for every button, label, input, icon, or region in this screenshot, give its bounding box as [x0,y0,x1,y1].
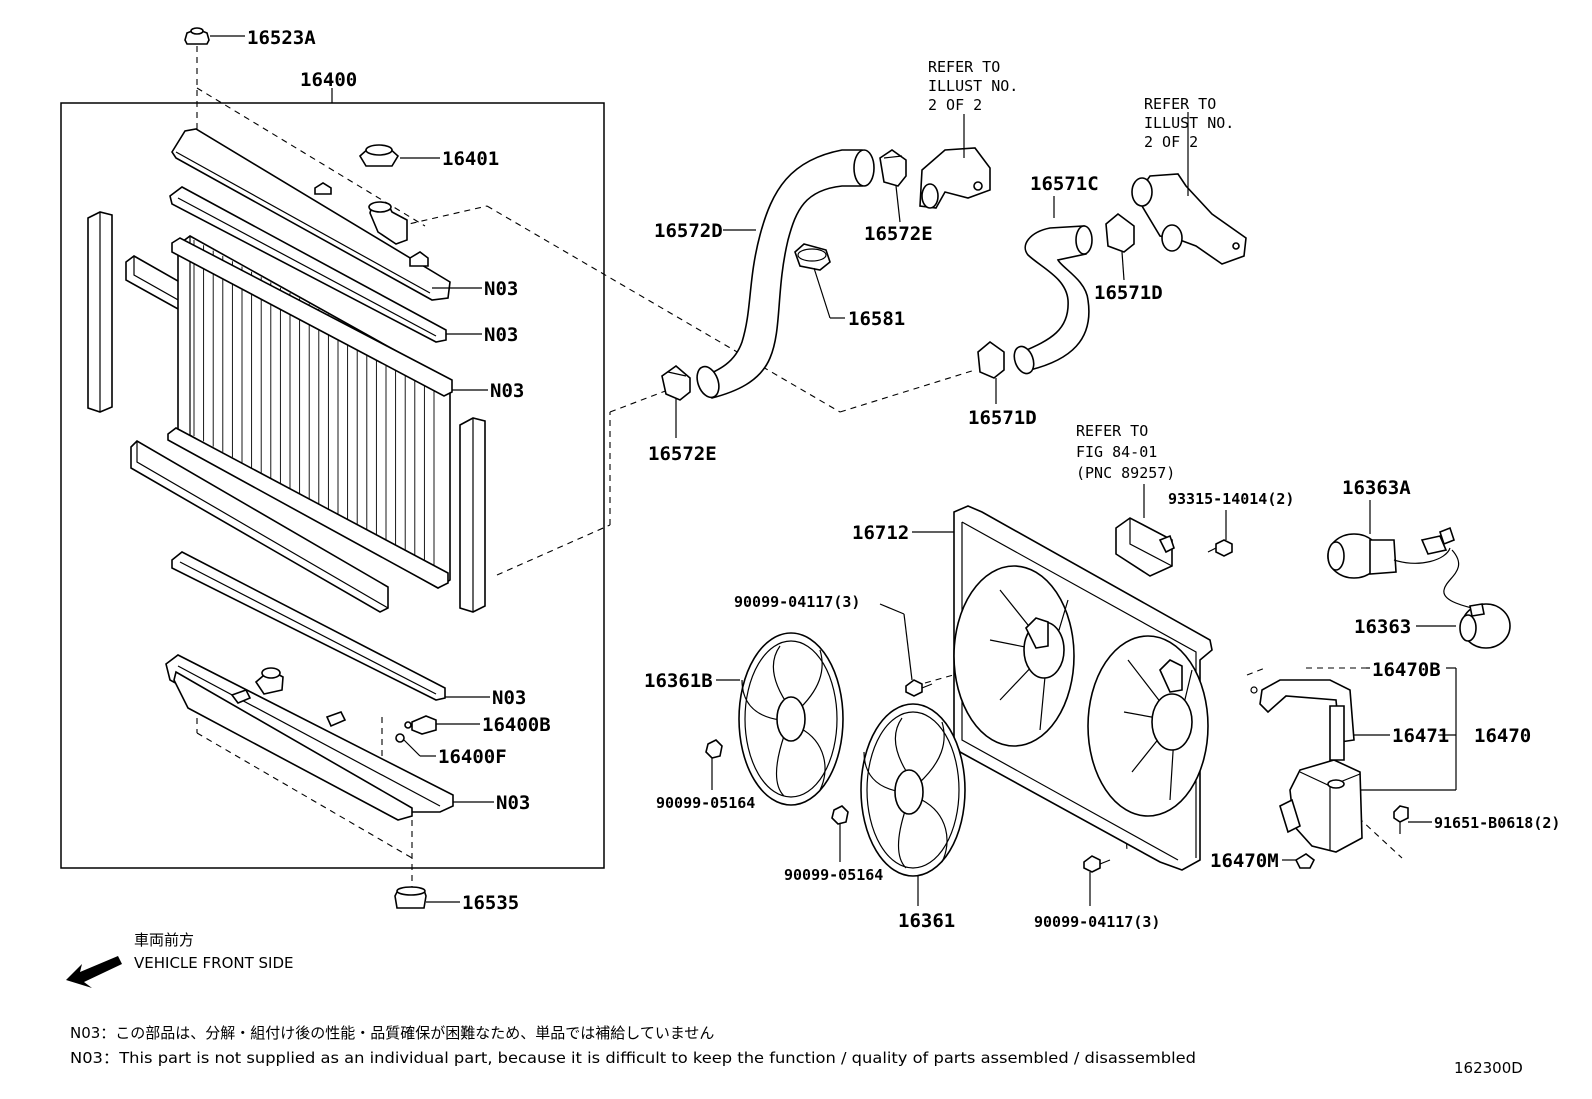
outlet-refer-2 [1131,173,1247,265]
fasteners [705,539,1409,873]
ref1-line3: 2 OF 2 [928,96,982,114]
label-n03-2: N03 [484,324,518,346]
label-93315: 93315-14014(2) [1168,490,1294,508]
fan-controller [1115,517,1175,577]
direction-en: VEHICLE FRONT SIDE [134,954,294,972]
shroud-blades-right [1123,659,1193,801]
gasket-upper [169,186,447,343]
label-16470b: 16470B [1372,659,1441,681]
label-16571d-top: 16571D [1094,282,1163,304]
ref2-line2: ILLUST NO. [1144,114,1234,132]
cushion-16535 [394,886,427,909]
label-16523a: 16523A [247,27,316,49]
label-16400: 16400 [300,69,357,91]
label-16572d: 16572D [654,220,723,242]
part-labels: 16523A 16400 16401 N03 N03 N03 N03 16400… [247,27,1560,932]
hose-16571c [1013,225,1093,375]
label-16363a: 16363A [1342,477,1411,499]
direction-jp: 車両前方 [134,931,194,949]
rubber-strip-right [459,417,486,613]
label-n03-3: N03 [490,380,524,402]
label-90099-04117-bottom: 90099-04117(3) [1034,913,1160,931]
label-n03-1: N03 [484,278,518,300]
label-16401: 16401 [442,148,499,170]
label-16470m: 16470M [1210,850,1279,872]
ref2-line1: REFER TO [1144,95,1216,113]
vehicle-front-arrow [66,956,122,988]
clamp-16571d-bottom [977,340,1005,379]
label-16572e-left: 16572E [648,443,717,465]
label-90099-05164-left: 90099-05164 [656,794,755,812]
label-16712: 16712 [852,522,909,544]
reservoir-hose-16471 [1250,679,1355,761]
label-16572e-top: 16572E [864,223,933,245]
outlet-refer-1 [919,147,991,209]
label-16470: 16470 [1474,725,1531,747]
hose-16572d [696,149,875,399]
gasket-lower [171,551,446,701]
fan-16361b [738,632,844,806]
radiator-core [167,235,453,589]
ref3-line2: FIG 84-01 [1076,443,1157,461]
fan-motor-16363a [1327,526,1455,579]
label-n03-4: N03 [492,687,526,709]
radiator-lower-tank [165,654,454,821]
figure-id: 162300D [1454,1059,1523,1077]
radiator-upper-tank [171,128,451,301]
clamp-16581 [794,243,831,271]
core-fins [193,240,435,569]
cushion-16523a [184,27,210,45]
label-90099-05164-mid: 90099-05164 [784,866,883,884]
direction-labels: 車両前方 VEHICLE FRONT SIDE [134,931,294,972]
footnote-en: N03：This part is not supplied as an indi… [70,1049,1196,1067]
ref2-line3: 2 OF 2 [1144,133,1198,151]
label-16363: 16363 [1354,616,1411,638]
ref1-line2: ILLUST NO. [928,77,1018,95]
reference-notes: REFER TO ILLUST NO. 2 OF 2 REFER TO ILLU… [928,58,1234,482]
label-16361: 16361 [898,910,955,932]
footnote-jp: N03：この部品は、分解・組付け後の性能・品質確保が困難なため、単品では補給して… [70,1024,714,1042]
leader-lines [210,35,1457,906]
radiator-cap-16401 [358,144,400,167]
label-16571d-bottom: 16571D [968,407,1037,429]
clamp-16572e-left [661,364,691,401]
label-n03-5: N03 [496,792,530,814]
ref3-line1: REFER TO [1076,422,1148,440]
label-16535: 16535 [462,892,519,914]
drain-cock-16400b [395,715,437,743]
clamp-16572e-top [879,149,907,187]
label-16471: 16471 [1392,725,1449,747]
label-16361b: 16361B [644,670,713,692]
clamp-16571d-top [1105,212,1135,253]
label-91651: 91651-B0618(2) [1434,814,1560,832]
label-90099-04117-top: 90099-04117(3) [734,593,860,611]
ref1-line1: REFER TO [928,58,1000,76]
label-16581: 16581 [848,308,905,330]
label-16400b: 16400B [482,714,551,736]
label-16571c: 16571C [1030,173,1099,195]
fan-motor-16363 [1443,549,1511,649]
label-16400f: 16400F [438,746,507,768]
fan-16361 [860,703,966,877]
ref3-line3: (PNC 89257) [1076,464,1175,482]
footnotes: N03：この部品は、分解・組付け後の性能・品質確保が困難なため、単品では補給して… [70,1024,1523,1077]
fan-shroud-16712 [953,505,1213,871]
reservoir-16470 [1279,759,1363,853]
